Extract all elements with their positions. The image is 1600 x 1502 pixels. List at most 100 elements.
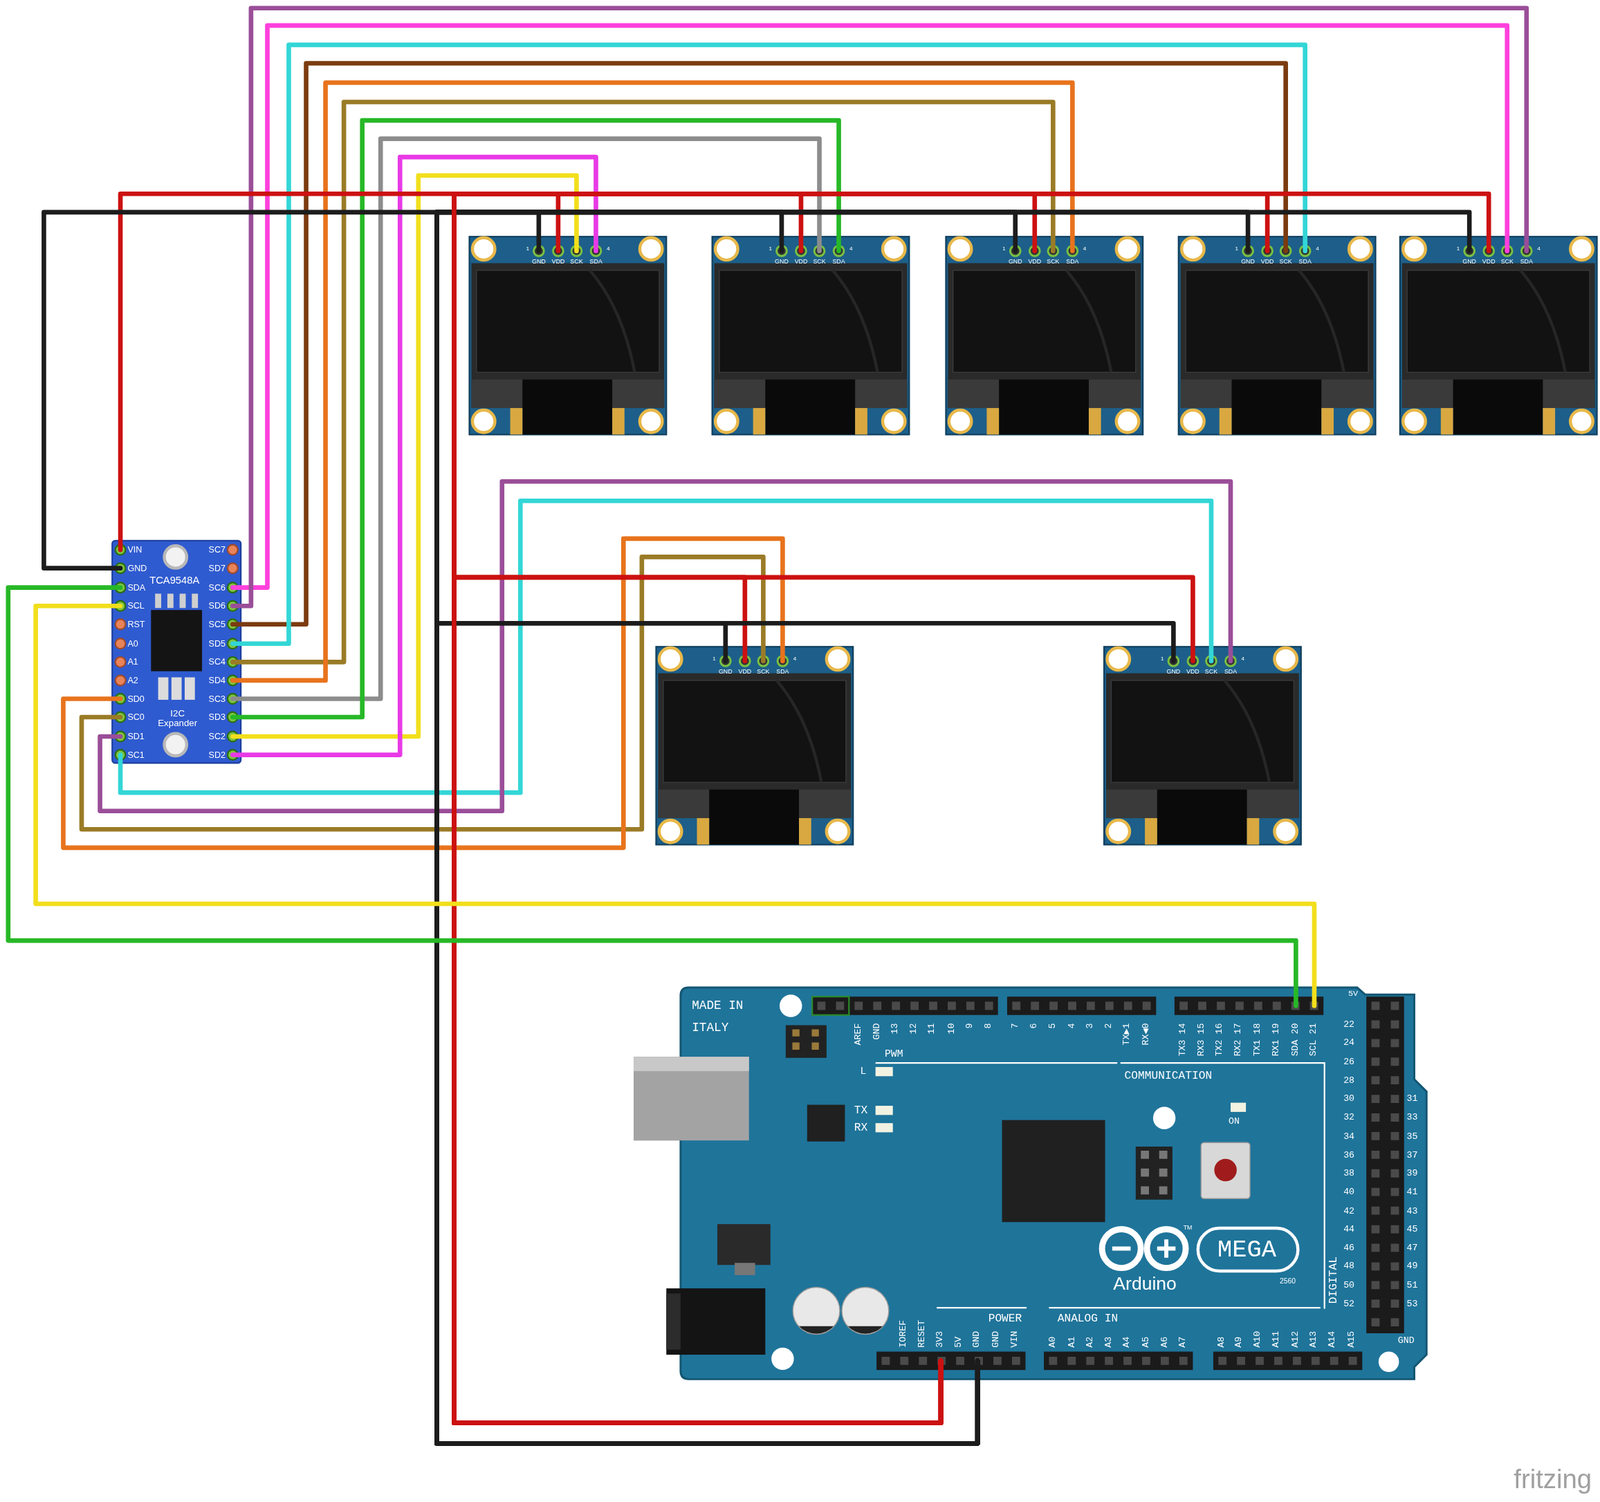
pin-label: 1 — [525, 246, 530, 252]
board-label: A4 — [1122, 1337, 1132, 1349]
arduino-board — [633, 1056, 750, 1072]
board-label: RX◀0 — [1142, 1023, 1152, 1046]
pin-label: SDA — [1065, 258, 1079, 265]
arduino-board — [633, 1056, 750, 1072]
board-label: GND — [992, 1331, 1002, 1349]
multiplexer-board — [227, 563, 238, 574]
pin-label: A2 — [127, 676, 138, 686]
pin-label: SDA — [589, 258, 602, 265]
arduino-board — [633, 1056, 750, 1141]
oled-display: 1GNDVDDSCKSDA4 — [469, 236, 667, 435]
wire — [453, 193, 941, 1424]
oled-board — [1178, 236, 1376, 435]
multiplexer-board — [184, 677, 196, 700]
oled-board — [945, 236, 1143, 435]
board-label: A15 — [1347, 1331, 1357, 1349]
board-label: 43 — [1407, 1207, 1419, 1217]
pin-label: GND — [718, 668, 733, 675]
arduino-board — [875, 1106, 894, 1116]
board-label: A6 — [1160, 1337, 1170, 1349]
board-label: 5V — [1348, 989, 1358, 999]
i2c-multiplexer: VINGNDSDASCLRSTA0A1A2SD0SC0SD1SC1SC7SD7S… — [112, 540, 241, 764]
board-label: 28 — [1343, 1077, 1355, 1087]
arduino-board — [875, 1063, 1325, 1310]
multiplexer-board — [115, 638, 126, 649]
board-label: 32 — [1343, 1113, 1355, 1123]
board-label: 36 — [1343, 1151, 1355, 1161]
board-label: RX — [854, 1122, 868, 1134]
pin-label: 1 — [1002, 246, 1006, 252]
arduino-board — [798, 1326, 834, 1335]
multiplexer-board — [227, 545, 238, 556]
pin-label: I2C Expander — [152, 709, 202, 730]
arduino-board — [779, 994, 802, 1017]
watermark: fritzing — [1513, 1466, 1592, 1493]
oled-display: 1GNDVDDSCKSDA4 — [712, 236, 910, 435]
multiplexer-board — [179, 594, 187, 609]
arduino-board — [680, 987, 1427, 1380]
board-label: TX1 18 — [1253, 1023, 1263, 1057]
oled-display: 1GNDVDDSCKSDA4 — [656, 646, 854, 845]
board-label: 51 — [1407, 1281, 1419, 1291]
pin-label: 4 — [849, 246, 853, 252]
wire — [232, 175, 577, 737]
board-label: 3 — [1086, 1023, 1096, 1030]
oled-board — [1104, 646, 1302, 845]
multiplexer-board — [191, 594, 198, 609]
pin-label: SDA — [1224, 668, 1237, 675]
board-label: 39 — [1407, 1169, 1419, 1179]
board-label: A8 — [1218, 1337, 1228, 1349]
arduino-board — [1213, 1352, 1363, 1372]
wire — [43, 212, 978, 1444]
board-label: A13 — [1309, 1331, 1319, 1349]
arduino-board — [1043, 1352, 1193, 1372]
pin-label: SDA — [127, 583, 146, 593]
pin-label: GND — [1166, 668, 1181, 675]
pin-label: 4 — [793, 656, 797, 662]
board-label: SCL 21 — [1309, 1023, 1319, 1057]
pin-label: SD3 — [208, 713, 226, 723]
pin-label: 1 — [1235, 246, 1239, 252]
arduino-board — [881, 1357, 1024, 1366]
multiplexer-board — [112, 540, 241, 764]
multiplexer-board — [154, 594, 162, 609]
board-label: PWM — [884, 1050, 904, 1061]
wire — [436, 212, 1015, 1444]
board-label: 37 — [1407, 1151, 1419, 1161]
pin-label: SCK — [1279, 258, 1293, 265]
board-label: MEGA — [1217, 1238, 1277, 1264]
wire — [232, 25, 1507, 588]
wire — [436, 623, 1174, 1444]
multiplexer-board — [115, 545, 238, 687]
board-label: POWER — [988, 1313, 1023, 1325]
arduino-board — [841, 1288, 889, 1336]
arduino-board — [1218, 1357, 1360, 1366]
wire — [100, 481, 1231, 811]
wire — [120, 500, 1212, 793]
pin-label: A0 — [127, 639, 138, 649]
pin-label: 4 — [1315, 246, 1320, 252]
pin-label: SDA — [1520, 258, 1533, 265]
board-label: ANALOG IN — [1057, 1313, 1119, 1325]
pin-label: 4 — [606, 246, 611, 252]
arduino-board — [807, 1105, 846, 1143]
arduino-board — [796, 1029, 816, 1056]
pin-label: SCK — [812, 258, 826, 265]
wire — [453, 193, 1035, 1424]
board-label: 2560 — [1279, 1278, 1296, 1286]
arduino-board — [666, 1293, 681, 1350]
board-label: ON — [1228, 1117, 1240, 1127]
multiplexer-board — [167, 594, 174, 609]
wire — [232, 82, 1073, 680]
wire — [232, 8, 1526, 606]
board-label: ITALY — [691, 1022, 729, 1035]
board-label: A10 — [1253, 1331, 1263, 1349]
arduino-board — [792, 1288, 840, 1336]
oled-display: 1GNDVDDSCKSDA4 — [1178, 236, 1376, 435]
arduino-board — [812, 996, 849, 1016]
wire — [436, 212, 1470, 1444]
pin-label: TCA9548A — [149, 575, 200, 586]
pin-label: SC6 — [208, 583, 226, 593]
board-label: 9 — [965, 1023, 975, 1030]
arduino-board — [666, 1288, 766, 1356]
